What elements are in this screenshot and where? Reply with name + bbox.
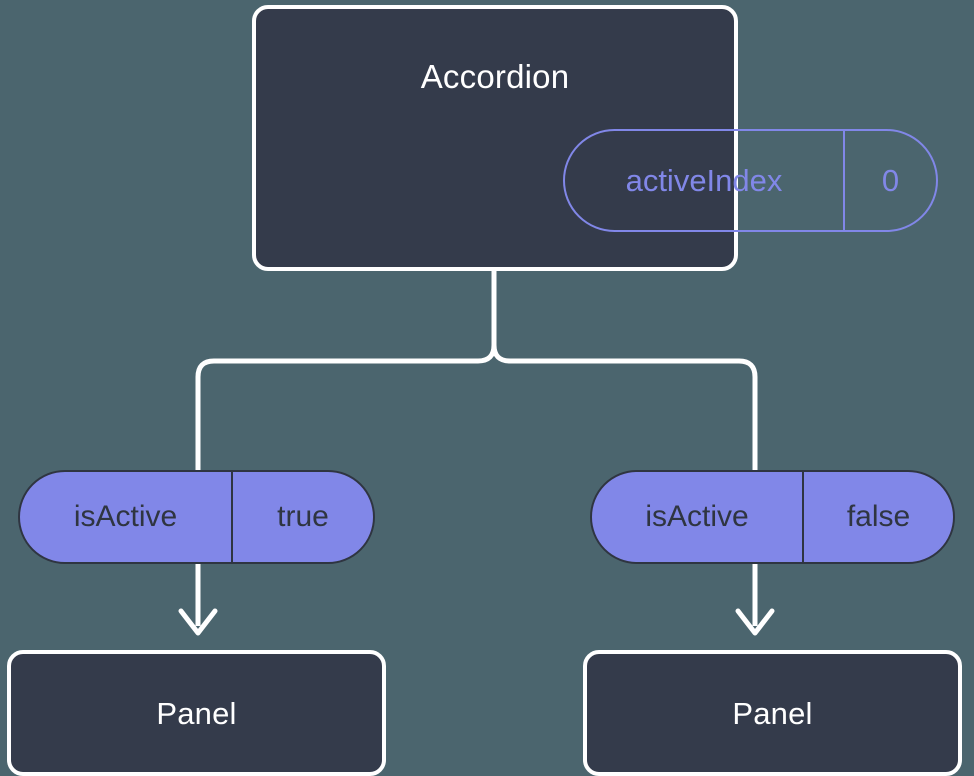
arrow-right-head [735, 608, 775, 636]
state-pill-activeindex[interactable]: activeIndex 0 [563, 129, 938, 232]
prop-pill-value: true [277, 500, 329, 533]
state-pill-value: 0 [881, 163, 900, 198]
prop-pill-isactive-false[interactable]: isActive false [590, 470, 955, 564]
tree-fork-connector-left [195, 268, 497, 473]
node-accordion-label: Accordion [420, 58, 570, 95]
tree-fork-connector [491, 268, 758, 473]
prop-pill-isactive-true[interactable]: isActive true [18, 470, 375, 564]
arrow-left-head [178, 608, 218, 636]
node-panel-left-label: Panel [156, 695, 237, 731]
node-panel-right-label: Panel [732, 695, 813, 731]
prop-pill-value: false [846, 500, 911, 533]
node-panel-right[interactable]: Panel [583, 650, 962, 776]
prop-pill-key: isActive [20, 472, 233, 562]
node-panel-left[interactable]: Panel [7, 650, 386, 776]
node-accordion[interactable]: Accordion activeIndex 0 [252, 5, 938, 271]
prop-pill-key: isActive [592, 472, 804, 562]
state-pill-key: activeIndex [565, 131, 845, 230]
